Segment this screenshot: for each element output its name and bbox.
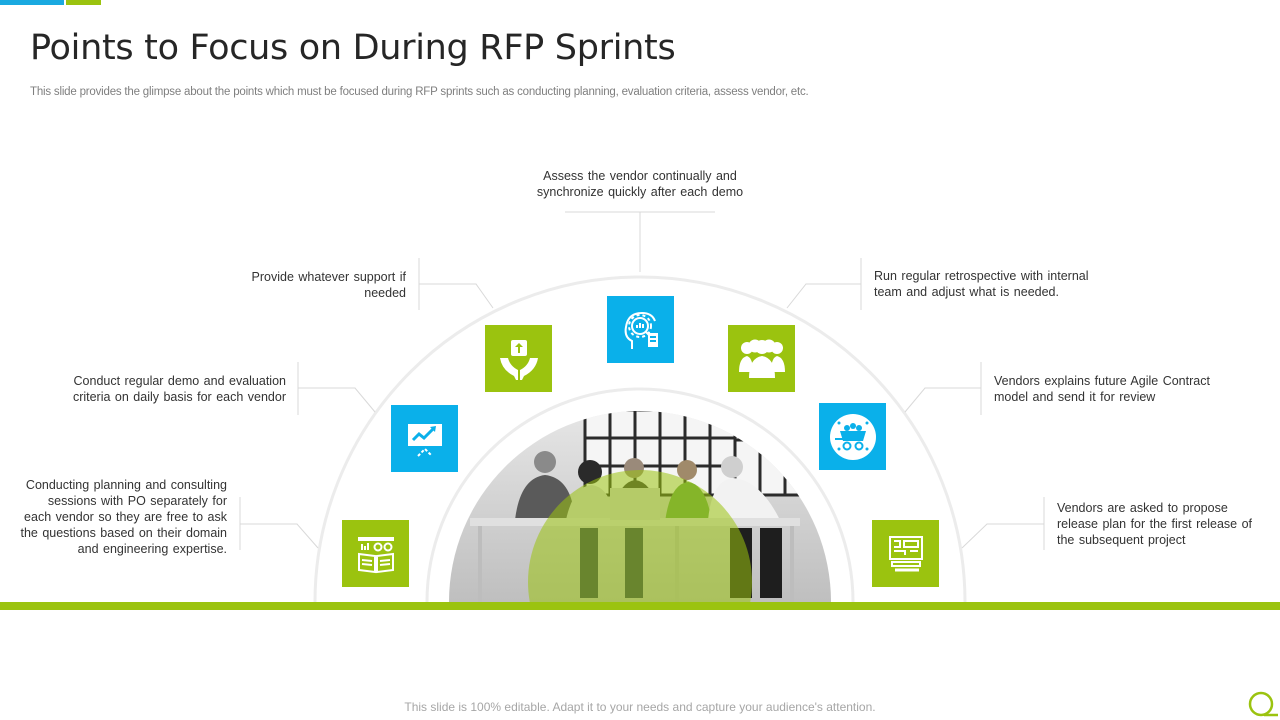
icon-box-assess xyxy=(607,296,674,363)
point-label-assess: Assess the vendor continually and synchr… xyxy=(536,169,744,199)
brand-logo-icon xyxy=(1248,691,1278,717)
top-accent-bar-green xyxy=(66,0,101,5)
slide-subtitle: This slide provides the glimpse about th… xyxy=(30,86,809,98)
top-accent-bar-blue xyxy=(0,0,64,5)
bottom-green-band xyxy=(0,602,1280,610)
point-label-demo: Conduct regular demo and evaluation crit… xyxy=(72,374,286,404)
icon-box-contract xyxy=(819,403,886,470)
point-label-contract: Vendors explains future Agile Contract m… xyxy=(994,374,1210,404)
icon-box-demo xyxy=(391,405,458,472)
icon-box-support xyxy=(485,325,552,392)
team-meeting-photo xyxy=(449,411,831,602)
outer-arc xyxy=(313,275,967,603)
icon-box-retro xyxy=(728,325,795,392)
icon-box-release xyxy=(872,520,939,587)
point-label-planning: Conducting planning and consulting sessi… xyxy=(20,478,227,556)
icon-box-planning xyxy=(342,520,409,587)
blueprint-computer-icon xyxy=(888,535,923,571)
head-gear-analysis-icon xyxy=(624,311,658,349)
cart-wagon-icon xyxy=(829,413,876,460)
team-group-icon xyxy=(738,339,785,378)
point-label-release: Vendors are asked to propose release pla… xyxy=(1057,501,1252,547)
slide-title: Points to Focus on During RFP Sprints xyxy=(30,28,676,68)
point-label-support: Provide whatever support if needed xyxy=(251,270,406,300)
inner-arc xyxy=(425,387,855,603)
presentation-chart-icon xyxy=(407,423,442,457)
book-report-icon xyxy=(357,536,394,573)
connector-lines xyxy=(239,211,1045,550)
slide-footer-note: This slide is 100% editable. Adapt it to… xyxy=(404,700,876,714)
point-label-retro: Run regular retrospective with internal … xyxy=(874,269,1089,299)
hands-support-icon xyxy=(499,339,538,380)
